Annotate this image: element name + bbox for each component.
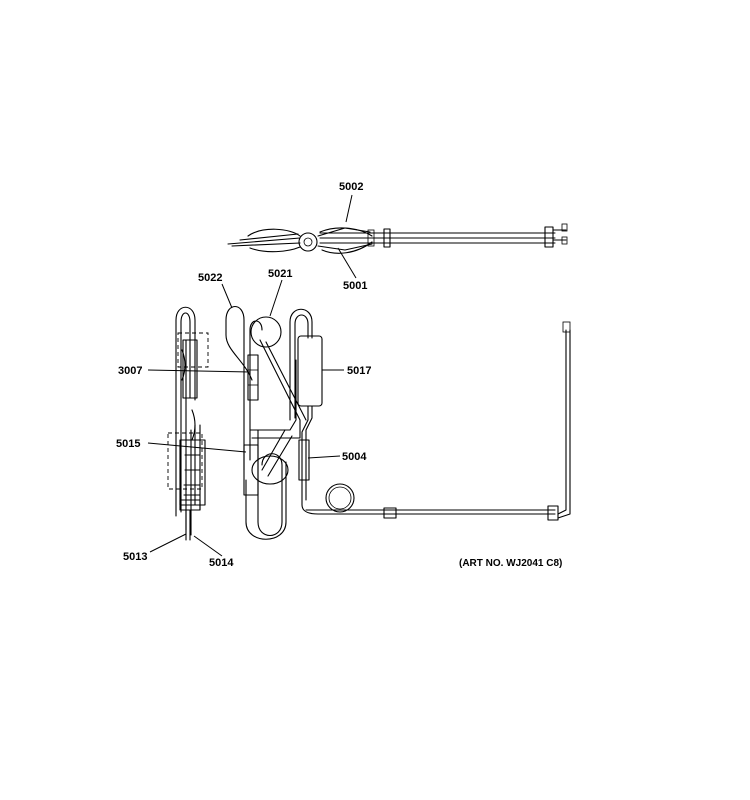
leader-lines (147, 194, 357, 557)
label-5015: 5015 (116, 438, 140, 450)
leader-3007 (147, 369, 251, 373)
leader-5001 (337, 247, 357, 279)
label-5002: 5002 (339, 181, 363, 193)
leader-5021 (269, 279, 283, 317)
part-labels: 5002 5001 5022 5021 3007 5017 5015 5004 … (116, 181, 562, 569)
art-number: (ART NO. WJ2041 C8) (459, 558, 562, 569)
leader-5022 (221, 283, 233, 309)
left-tube-bundle (167, 306, 209, 541)
label-5014: 5014 (209, 557, 234, 569)
middle-loop-assembly (225, 305, 307, 540)
leader-5014 (193, 535, 223, 557)
label-5022: 5022 (198, 272, 222, 284)
label-5001: 5001 (343, 280, 367, 292)
leader-5015 (147, 442, 247, 453)
leader-5004 (307, 455, 341, 459)
top-tube-assembly (227, 223, 568, 254)
accumulator-assembly (289, 308, 571, 521)
label-5013: 5013 (123, 551, 147, 563)
label-5004: 5004 (342, 451, 367, 463)
leader-5002 (345, 194, 353, 223)
label-5021: 5021 (268, 268, 292, 280)
label-5017: 5017 (347, 365, 371, 377)
leader-5013 (149, 533, 187, 553)
label-3007: 3007 (118, 365, 142, 377)
